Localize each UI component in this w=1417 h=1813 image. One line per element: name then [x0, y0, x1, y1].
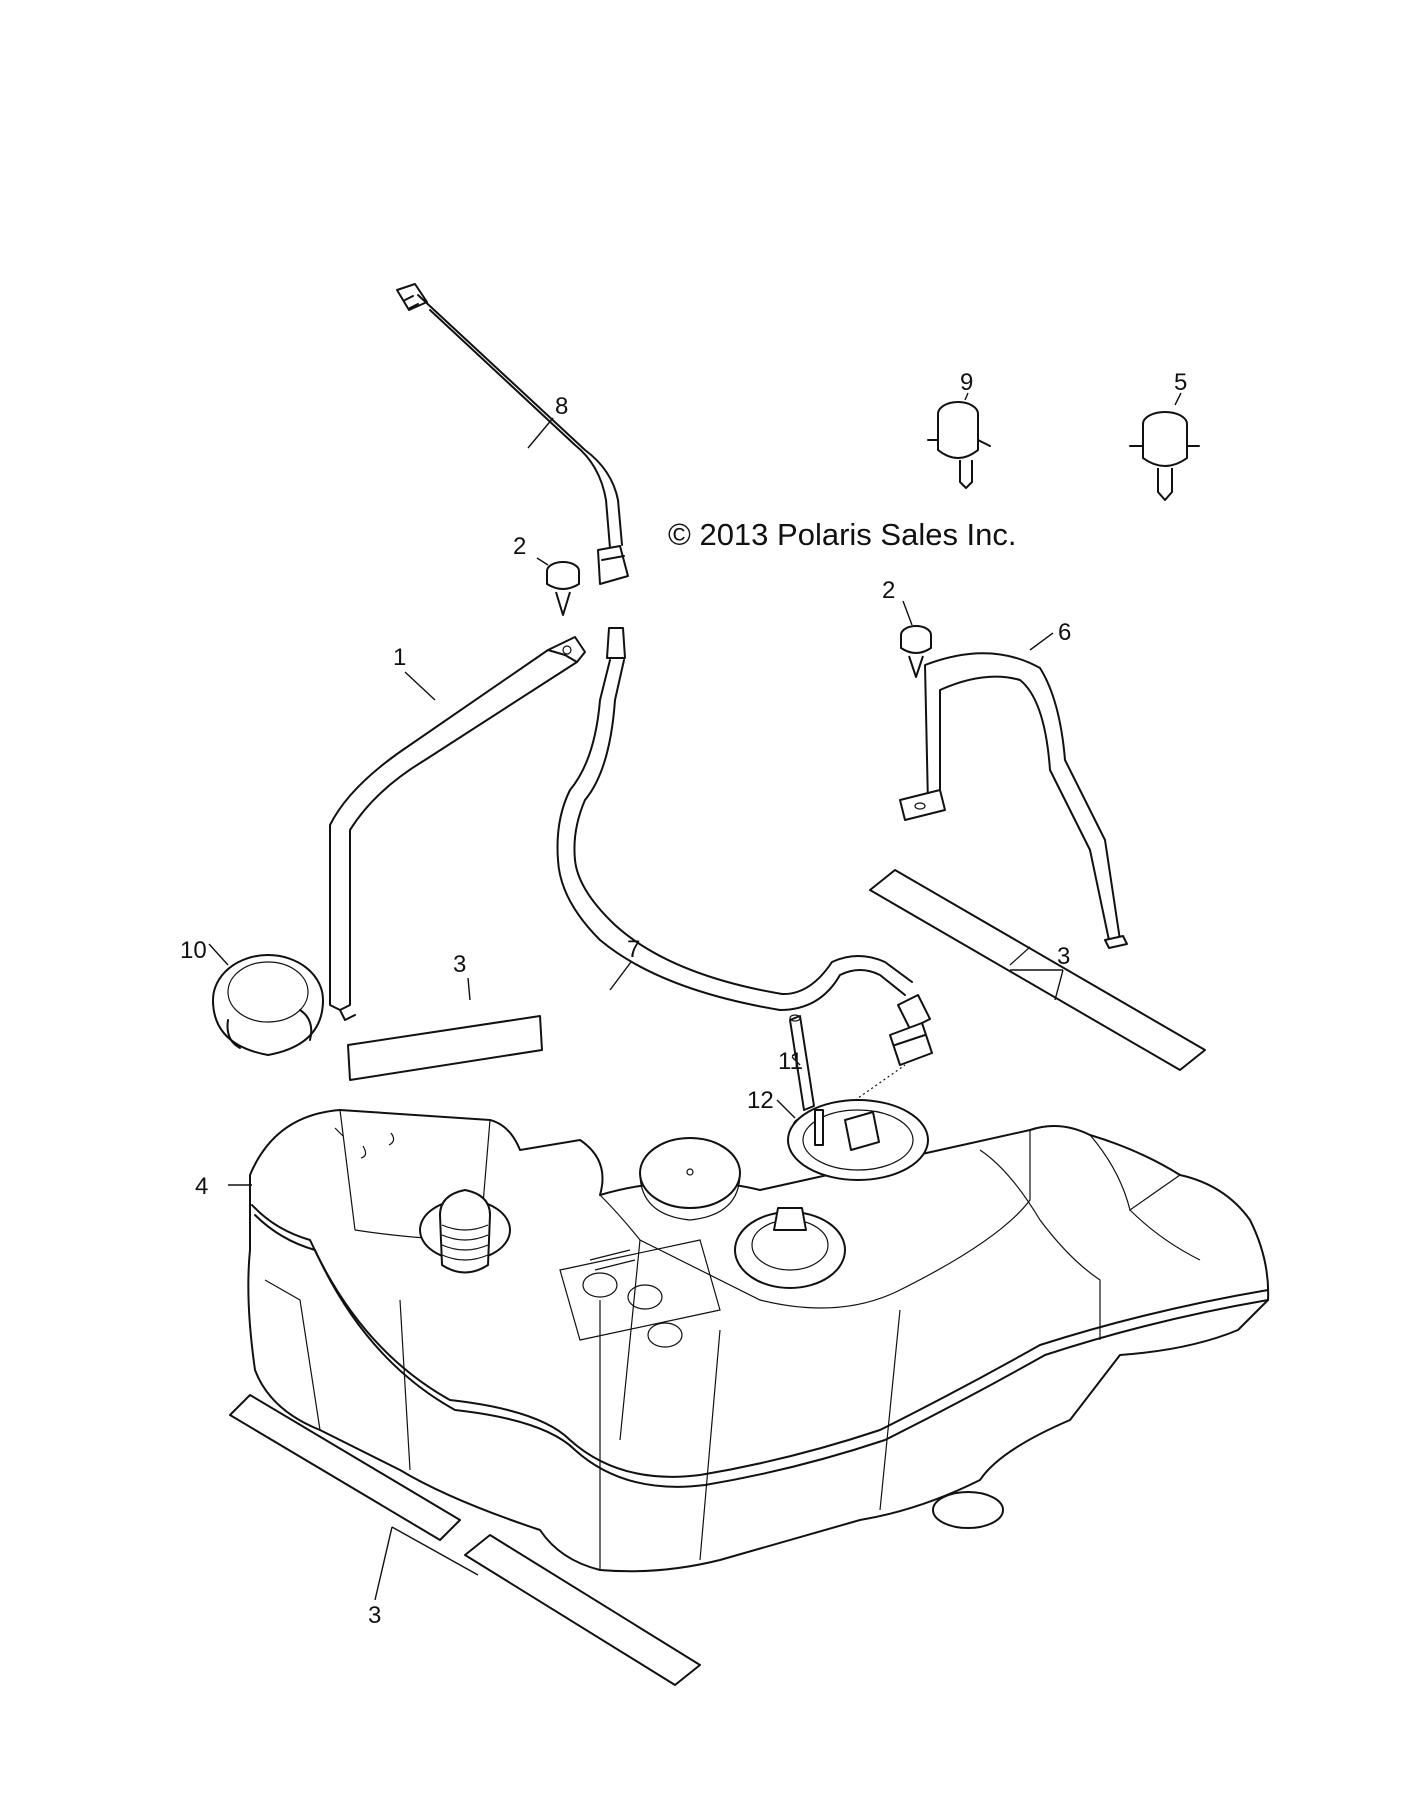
- part-6-tank-strap-right: [899, 652, 1128, 949]
- callout-3-right: 3: [1057, 943, 1070, 970]
- callout-5: 5: [1174, 369, 1187, 396]
- part-2-push-rivet-right: [900, 625, 932, 678]
- part-5-clip: [1129, 411, 1200, 501]
- part-3-foam-pad-bottom-left: [229, 1394, 461, 1541]
- callout-11: 11: [778, 1048, 803, 1075]
- callout-labels: 8 2 1 9 5 2 6 7 3 3 10 4 11 12 3: [180, 369, 1187, 1629]
- callout-10: 10: [180, 937, 207, 964]
- callout-7: 7: [627, 936, 640, 963]
- assembly-dashed-line: [809, 1064, 906, 1133]
- part-10-fuel-cap: [212, 954, 324, 1056]
- part-8-vent-hose: [396, 283, 629, 585]
- callout-3-bottom: 3: [368, 1602, 381, 1629]
- part-1-tank-strap-left: [329, 636, 586, 1021]
- callout-8: 8: [555, 393, 568, 420]
- callout-1: 1: [393, 644, 406, 671]
- part-9-clip: [927, 401, 991, 489]
- callout-4: 4: [195, 1173, 208, 1200]
- part-3-foam-pad-left: [347, 1015, 543, 1081]
- callout-9: 9: [960, 369, 973, 396]
- leader-lines: [208, 392, 1182, 1601]
- part-4-fuel-tank: [247, 1099, 1270, 1573]
- callout-12: 12: [747, 1087, 774, 1114]
- callout-3-left: 3: [453, 951, 466, 978]
- copyright-notice: © 2013 Polaris Sales Inc.: [668, 517, 1017, 552]
- callout-6: 6: [1058, 619, 1071, 646]
- part-11-vent-tube: [789, 1014, 815, 1111]
- callout-2-left: 2: [513, 533, 526, 560]
- callout-2-right: 2: [882, 577, 895, 604]
- part-2-push-rivet-left: [546, 561, 580, 616]
- part-3-foam-pad-bottom-right: [464, 1534, 701, 1686]
- part-7-fuel-line: [556, 627, 933, 1066]
